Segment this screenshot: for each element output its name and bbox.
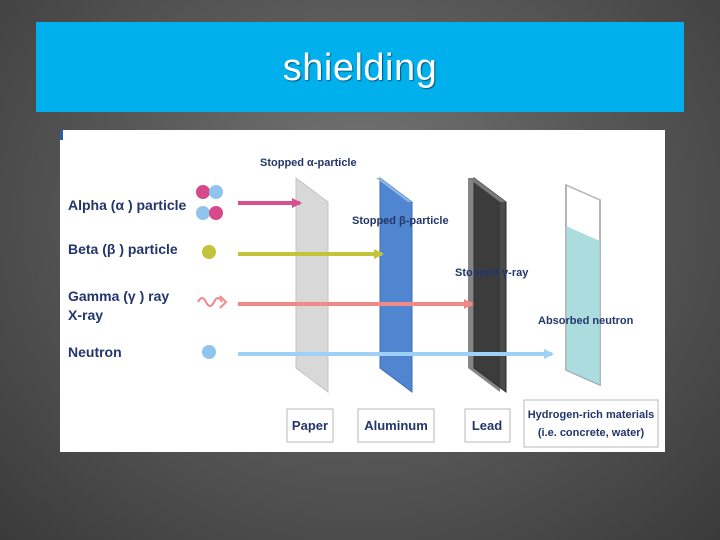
alpha-particle-icon (196, 185, 223, 220)
diagram-svg: Alpha (α ) particle Beta (β ) particle G… (60, 130, 659, 448)
paper-sheet (295, 177, 329, 393)
material-lead: Lead (472, 418, 502, 433)
title-bar: shielding (36, 22, 684, 112)
stop-label-beta: Stopped β-particle (352, 215, 449, 227)
label-xray: X-ray (68, 307, 103, 323)
material-box-paper (286, 408, 334, 443)
material-box-aluminum (357, 408, 435, 443)
aluminum-plate-top (376, 178, 412, 202)
aluminum-plate (379, 177, 413, 393)
stop-label-alpha: Stopped α-particle (260, 157, 357, 169)
material-paper: Paper (292, 418, 328, 433)
lead-block-side (468, 178, 500, 392)
slide-title: shielding (282, 46, 438, 89)
material-box-lead (464, 408, 511, 443)
label-neutron: Neutron (68, 344, 122, 360)
beta-particle-icon (202, 245, 216, 259)
lead-block-top (468, 178, 506, 202)
material-aluminum: Aluminum (364, 418, 428, 433)
gamma-arrowhead-icon (219, 295, 228, 309)
neutron-icon (202, 345, 216, 359)
gamma-wave-icon (197, 297, 223, 307)
edge-accent (60, 130, 63, 140)
label-alpha: Alpha (α ) particle (68, 197, 187, 213)
shielding-diagram: Alpha (α ) particle Beta (β ) particle G… (60, 130, 665, 452)
material-box-hydrogen (523, 399, 659, 448)
water-tank-top (565, 184, 601, 201)
water-fill (566, 226, 600, 385)
stop-label-neutron: Absorbed neutron (538, 315, 634, 327)
material-hydrogen-line2: (i.e. concrete, water) (538, 427, 645, 439)
label-gamma: Gamma (γ ) ray (68, 288, 169, 304)
stop-label-gamma: Stopped γ-ray (455, 267, 529, 279)
label-beta: Beta (β ) particle (68, 241, 178, 257)
material-hydrogen-line1: Hydrogen-rich materials (528, 409, 655, 421)
